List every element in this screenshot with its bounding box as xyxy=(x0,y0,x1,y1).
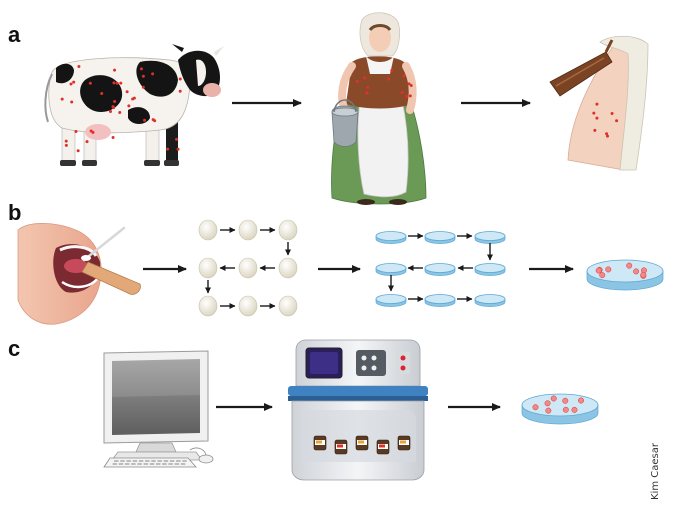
computer-icon xyxy=(103,350,214,468)
egg xyxy=(198,257,218,279)
dish-grid-icon xyxy=(375,231,506,307)
petri-dish xyxy=(586,259,664,291)
egg xyxy=(278,257,298,279)
lancet-arm-icon xyxy=(549,35,649,171)
petri-dish xyxy=(375,263,407,276)
synthesizer-machine-icon xyxy=(288,339,428,481)
petri-dish xyxy=(474,263,506,276)
egg xyxy=(198,219,218,241)
petri-dish xyxy=(424,263,456,276)
culture-dish-icon xyxy=(586,259,664,291)
row-label-b: b xyxy=(8,200,22,225)
credit-text: Kim Caesar xyxy=(650,443,661,500)
egg xyxy=(238,257,258,279)
row-label-c: c xyxy=(8,336,21,361)
petri-dish xyxy=(474,294,506,307)
egg xyxy=(278,295,298,317)
petri-dish xyxy=(424,231,456,244)
petri-dish xyxy=(375,294,407,307)
egg xyxy=(238,219,258,241)
culture-dish-icon xyxy=(521,393,599,425)
egg xyxy=(238,295,258,317)
mouth-swab-icon xyxy=(17,223,141,325)
egg-grid-icon xyxy=(198,219,298,317)
petri-dish xyxy=(375,231,407,244)
petri-dish xyxy=(474,231,506,244)
milkmaid-icon xyxy=(331,12,427,205)
row-label-a: a xyxy=(8,22,21,47)
petri-dish xyxy=(424,294,456,307)
cow-icon xyxy=(44,44,224,166)
petri-dish xyxy=(521,393,599,425)
egg xyxy=(198,295,218,317)
egg xyxy=(278,219,298,241)
